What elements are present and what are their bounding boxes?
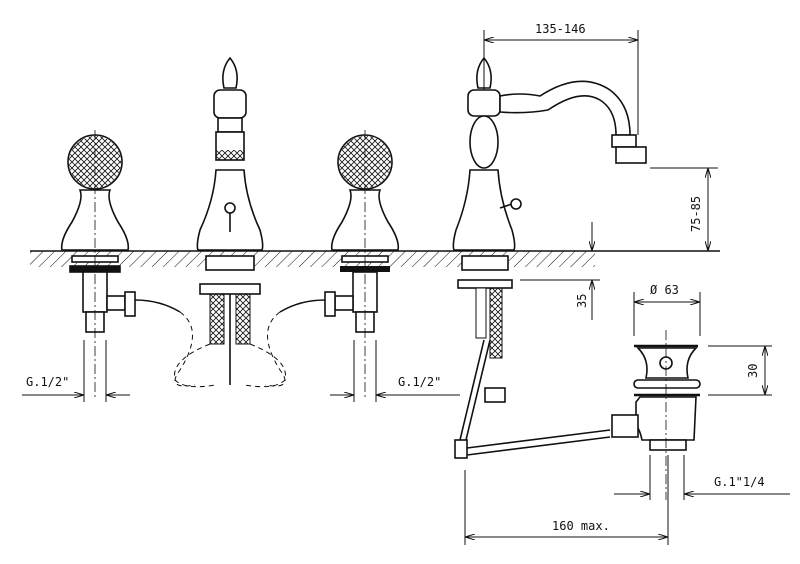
popup-waste xyxy=(611,330,701,500)
label-inlet-right: G.1/2" xyxy=(398,375,441,389)
label-spout-reach: 135-146 xyxy=(535,22,586,36)
dim-deck-thickness: 35 xyxy=(520,222,600,320)
left-handle-valve xyxy=(60,130,196,400)
dim-spout-reach: 135-146 xyxy=(483,22,639,135)
dim-waste-diameter: Ø 63 xyxy=(633,283,701,336)
label-waste-diameter: Ø 63 xyxy=(650,283,679,297)
dim-rod-length: 160 max. xyxy=(464,455,669,545)
label-inlet-left: G.1/2" xyxy=(26,375,69,389)
right-handle-valve xyxy=(264,130,400,400)
dim-waste-thread: G.1"1/4 xyxy=(614,455,790,500)
label-deck-thickness: 35 xyxy=(575,294,589,308)
dim-inlet-right: G.1/2" xyxy=(330,340,460,402)
dim-inlet-left: G.1/2" xyxy=(22,340,130,402)
label-waste-thread: G.1"1/4 xyxy=(714,475,765,489)
deck-surface xyxy=(30,250,720,267)
dim-spout-height: 75-85 xyxy=(650,167,718,251)
dim-waste-height: 30 xyxy=(708,345,772,396)
center-diverter-body xyxy=(173,56,287,388)
label-spout-height: 75-85 xyxy=(689,196,703,232)
label-waste-height: 30 xyxy=(746,364,760,378)
bidet-spout xyxy=(452,56,647,459)
label-rod-length: 160 max. xyxy=(552,519,610,533)
